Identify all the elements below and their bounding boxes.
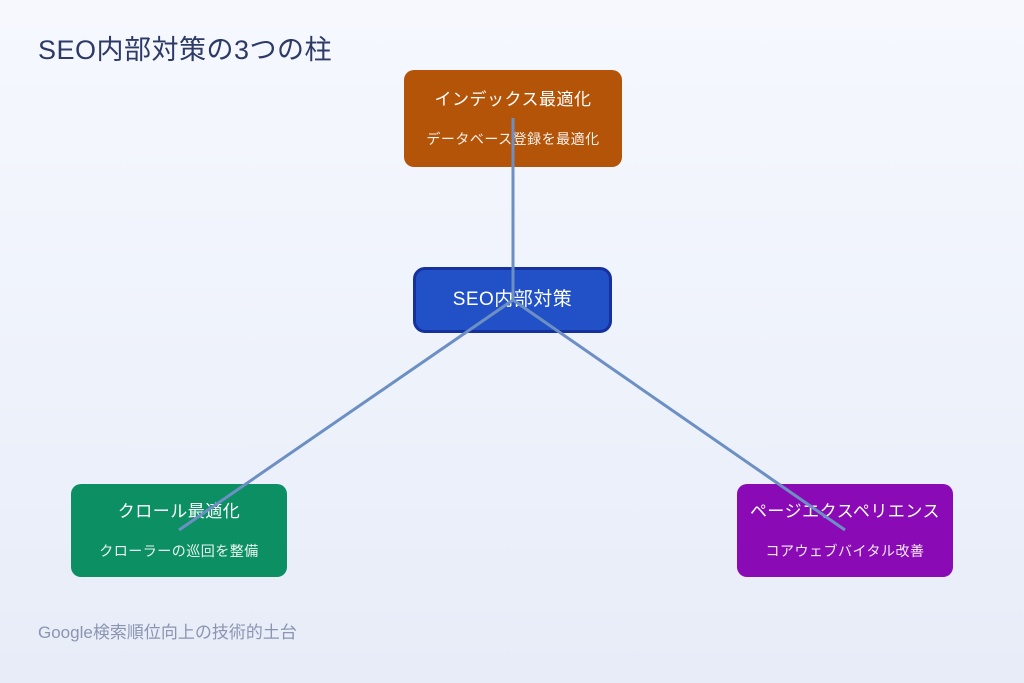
node-seo-internal: SEO内部対策: [413, 267, 612, 333]
node-crawl-optimization: クロール最適化 クローラーの巡回を整備: [71, 484, 287, 577]
node-page-experience-subtitle: コアウェブバイタル改善: [765, 543, 925, 559]
node-crawl-optimization-title: クロール最適化: [117, 502, 241, 521]
node-index-optimization-subtitle: データベース登録を最適化: [426, 131, 600, 147]
node-seo-internal-label: SEO内部対策: [452, 289, 573, 310]
node-page-experience-title: ページエクスペリエンス: [749, 502, 941, 521]
page-title: SEO内部対策の3つの柱: [38, 35, 333, 65]
node-index-optimization: インデックス最適化 データベース登録を最適化: [404, 70, 622, 167]
node-page-experience: ページエクスペリエンス コアウェブバイタル改善: [737, 484, 953, 577]
footer-caption: Google検索順位向上の技術的土台: [38, 623, 297, 642]
node-crawl-optimization-subtitle: クローラーの巡回を整備: [99, 543, 259, 559]
node-index-optimization-title: インデックス最適化: [434, 90, 592, 109]
